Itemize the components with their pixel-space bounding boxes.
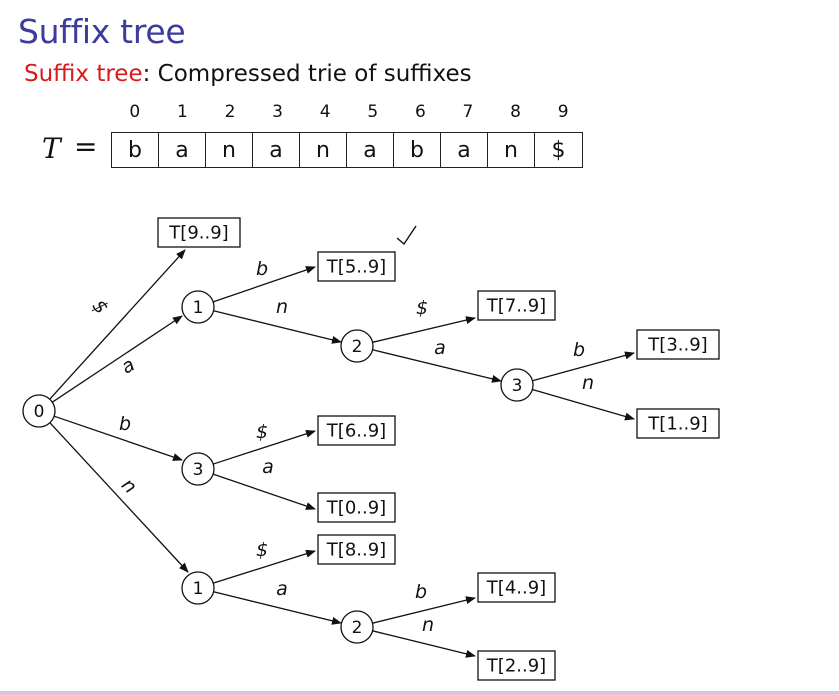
leaf-box	[317, 415, 396, 446]
edge-label: a	[434, 337, 446, 359]
node-label: 2	[352, 337, 363, 357]
subtitle-definition: : Compressed trie of suffixes	[142, 61, 472, 87]
slide-footer-bar	[0, 691, 839, 694]
tree-node	[340, 610, 374, 644]
index-label: 7	[462, 102, 474, 122]
leaf-box	[317, 492, 396, 523]
char-cell: n	[488, 133, 535, 167]
node-label: 3	[193, 460, 204, 480]
tree-edge	[213, 591, 342, 625]
edge-label: $	[256, 539, 268, 561]
edge-label: n	[117, 474, 141, 498]
subtitle: Suffix tree: Compressed trie of suffixes	[24, 61, 472, 87]
tree-edge	[372, 349, 502, 383]
tree-edge	[53, 415, 183, 461]
index-label: 9	[557, 102, 569, 122]
leaf-label: T[3..9]	[647, 335, 707, 356]
edge-label: a	[276, 578, 288, 600]
tree-edge	[532, 351, 635, 382]
check-mark-annotation	[396, 225, 417, 246]
index-label: 2	[224, 102, 236, 122]
equals-sign: =	[74, 130, 98, 163]
edge-label: n	[276, 296, 288, 318]
index-label: 1	[176, 102, 188, 122]
index-label: 4	[319, 102, 331, 122]
tree-edge	[372, 316, 476, 343]
tree-edge	[213, 549, 316, 584]
leaf-label: T[1..9]	[647, 414, 707, 435]
tree-edge	[372, 630, 476, 658]
edge-label: b	[119, 413, 131, 435]
leaf-label: T[5..9]	[326, 257, 386, 278]
tree-node	[340, 329, 374, 363]
char-cell: b	[394, 133, 441, 167]
char-cell: a	[253, 133, 300, 167]
tree-edge	[213, 429, 316, 465]
index-label: 0	[129, 102, 141, 122]
leaf-box	[317, 534, 396, 565]
tree-edge	[213, 310, 342, 344]
node-label: 0	[34, 402, 45, 422]
edge-label: $	[416, 297, 428, 319]
leaf-label: T[0..9]	[326, 498, 386, 519]
index-label: 5	[367, 102, 379, 122]
leaf-box	[157, 217, 241, 248]
leaf-label: T[8..9]	[326, 540, 386, 561]
tree-edge	[372, 596, 476, 624]
tree-edge	[51, 315, 183, 403]
leaf-label: T[4..9]	[486, 578, 546, 599]
tree-node	[181, 452, 215, 486]
char-cell: n	[206, 133, 253, 167]
index-label: 3	[272, 102, 283, 122]
tree-edge	[212, 266, 316, 303]
edge-label: a	[262, 456, 274, 478]
edge-label: n	[422, 614, 434, 636]
text-symbol: T	[42, 132, 61, 165]
edge-label: a	[117, 354, 138, 379]
tree-edge	[212, 473, 316, 510]
index-row: 0 1 2 3 4 5 6 7 8 9	[111, 102, 587, 122]
leaf-box	[636, 408, 720, 439]
leaf-label: T[9..9]	[168, 223, 228, 244]
leaf-label: T[6..9]	[326, 421, 386, 442]
tree-node	[181, 571, 215, 605]
leaf-label: T[2..9]	[486, 656, 546, 677]
edge-label: $	[88, 295, 113, 318]
tree-node	[500, 368, 534, 402]
tree-node	[22, 394, 56, 428]
char-cell: n	[300, 133, 347, 167]
index-label: 6	[414, 102, 426, 122]
subtitle-term: Suffix tree	[24, 61, 143, 87]
edge-label: b	[573, 339, 585, 361]
node-label: 2	[352, 618, 363, 638]
edge-label: b	[415, 581, 427, 603]
index-label: 8	[510, 102, 521, 122]
edge-label: b	[256, 258, 268, 280]
edge-label: n	[582, 372, 594, 394]
leaf-box	[477, 572, 556, 603]
leaf-box	[636, 329, 720, 360]
char-cell: b	[112, 133, 159, 167]
leaf-box	[477, 650, 556, 681]
tree-edge	[49, 249, 186, 400]
char-cell: a	[159, 133, 206, 167]
leaf-box	[317, 251, 396, 282]
tree-edge	[532, 388, 635, 421]
char-cell: a	[441, 133, 488, 167]
node-label: 3	[512, 376, 523, 396]
tree-edge	[49, 422, 189, 573]
leaf-label: T[7..9]	[486, 296, 546, 317]
node-label: 1	[193, 298, 204, 318]
char-cell: a	[347, 133, 394, 167]
leaf-box	[477, 290, 556, 321]
node-label: 1	[193, 579, 204, 599]
char-cell: $	[551, 137, 566, 163]
edge-label: $	[256, 421, 268, 443]
slide-title: Suffix tree	[18, 12, 186, 51]
tree-node	[181, 290, 215, 324]
